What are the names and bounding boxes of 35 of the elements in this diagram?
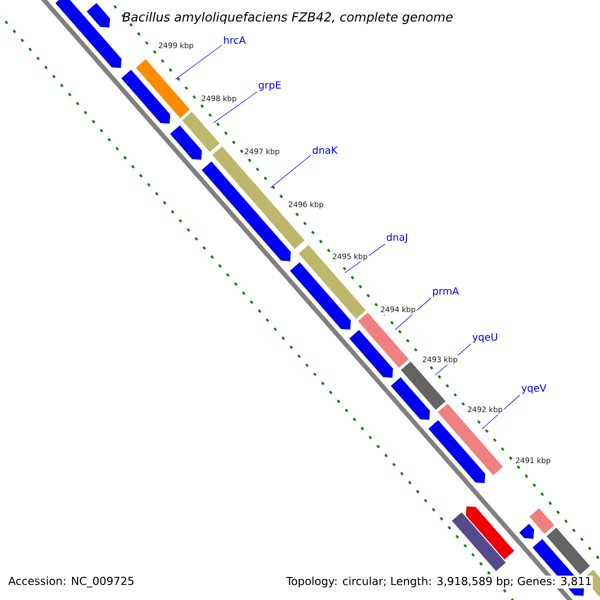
leader-line: [213, 92, 258, 124]
gene-feature: [212, 146, 305, 249]
gene-label: dnaK: [312, 146, 338, 154]
gene-label: dnaJ: [386, 233, 407, 243]
gene-feature: [182, 112, 220, 152]
accession-text: Accession: NC_009725: [7, 576, 136, 588]
gene-label: grpE: [258, 81, 281, 91]
gene-feature: [546, 528, 590, 575]
leader-line: [270, 154, 312, 188]
leader-line: [175, 44, 222, 80]
gene-feature: [358, 312, 409, 368]
gene-feature: [349, 330, 393, 378]
gene-feature: [86, 2, 110, 28]
gene-feature: [170, 125, 202, 160]
genome-info-text: Topology: circular; Length: 3,918,589 bp; Genes: 3,811: [285, 576, 593, 588]
leader-line: [482, 394, 520, 430]
leader-line: [394, 298, 432, 330]
gene-label: prmA: [433, 287, 459, 297]
gene-feature: [290, 262, 351, 330]
gene-label: yqeU: [472, 333, 498, 343]
gene-feature: [121, 70, 170, 124]
gene-feature: [400, 361, 446, 410]
gene-feature: [529, 508, 554, 534]
gene-label: yqeV: [522, 384, 546, 394]
gene-label: hrcA: [224, 36, 246, 44]
gene-feature: [136, 59, 190, 118]
gene-feature: [438, 404, 503, 476]
title: Bacillus amyloliquefaciens FZB42, complete genome: [122, 12, 453, 24]
gene-feature: [298, 244, 366, 319]
gene-feature: [452, 512, 506, 572]
gene-feature: [390, 377, 430, 420]
gene-feature: [55, 0, 122, 68]
gene-feature: [466, 506, 514, 560]
gene-feature: [428, 420, 486, 484]
gene-feature: [519, 524, 534, 539]
